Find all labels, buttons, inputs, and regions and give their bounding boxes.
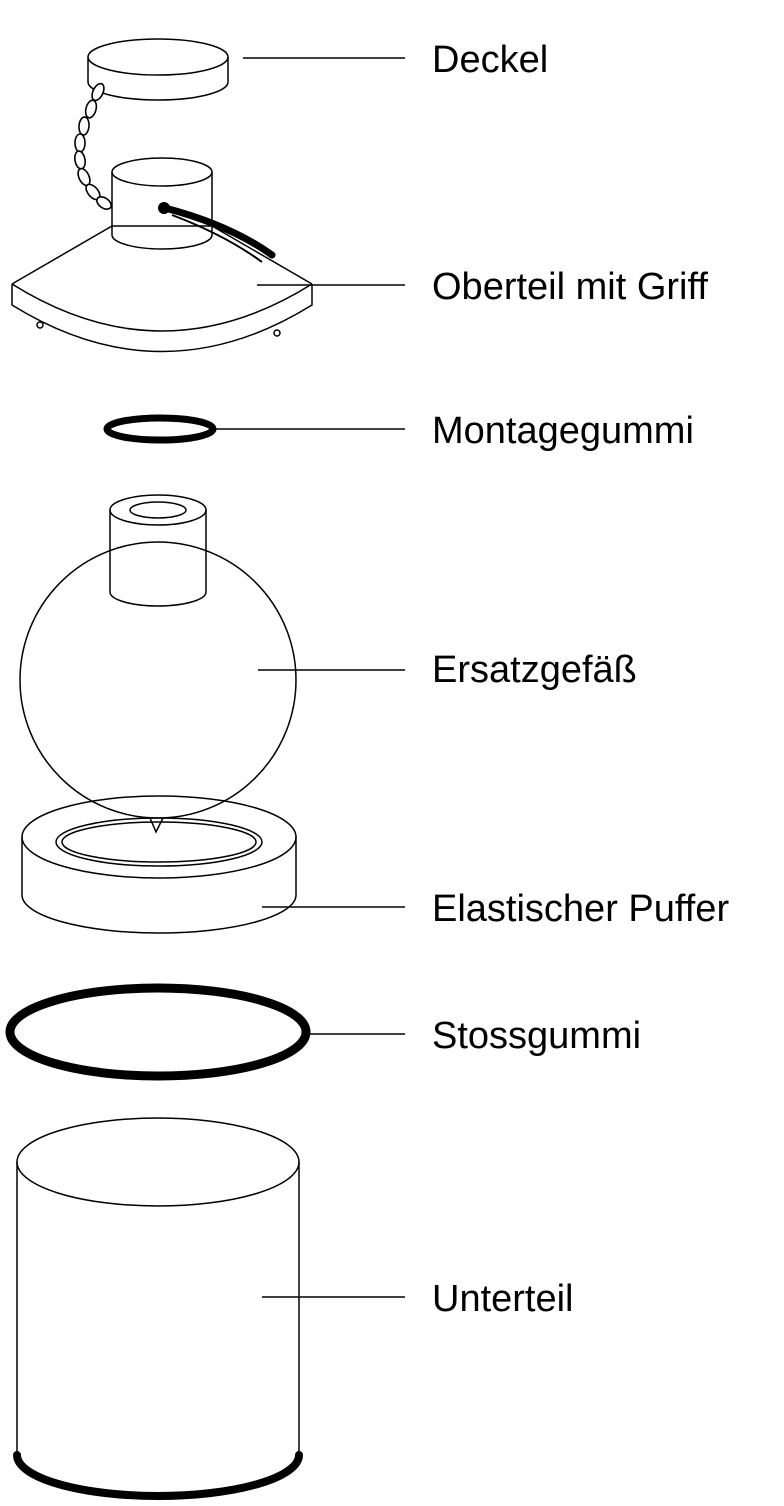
shock-rubber-label: Stossgummi <box>432 1015 641 1057</box>
bottom-part-label: Unterteil <box>432 1278 574 1320</box>
elastic-buffer-label: Elastischer Puffer <box>432 888 729 930</box>
replacement-vessel-drawing <box>19 494 297 834</box>
lid-label: Deckel <box>432 39 548 81</box>
mounting-rubber-drawing <box>103 414 217 444</box>
bottom-part-drawing <box>13 1117 303 1500</box>
top-part-drawing <box>11 157 313 353</box>
mounting-rubber-label: Montagegummi <box>432 410 694 452</box>
top-part-label: Oberteil mit Griff <box>432 266 708 308</box>
elastic-buffer-drawing <box>21 795 297 934</box>
shock-rubber-drawing <box>5 983 311 1081</box>
chain-drawing <box>74 82 112 210</box>
replacement-vessel-label: Ersatzgefäß <box>432 649 637 691</box>
lid-drawing <box>87 38 229 101</box>
